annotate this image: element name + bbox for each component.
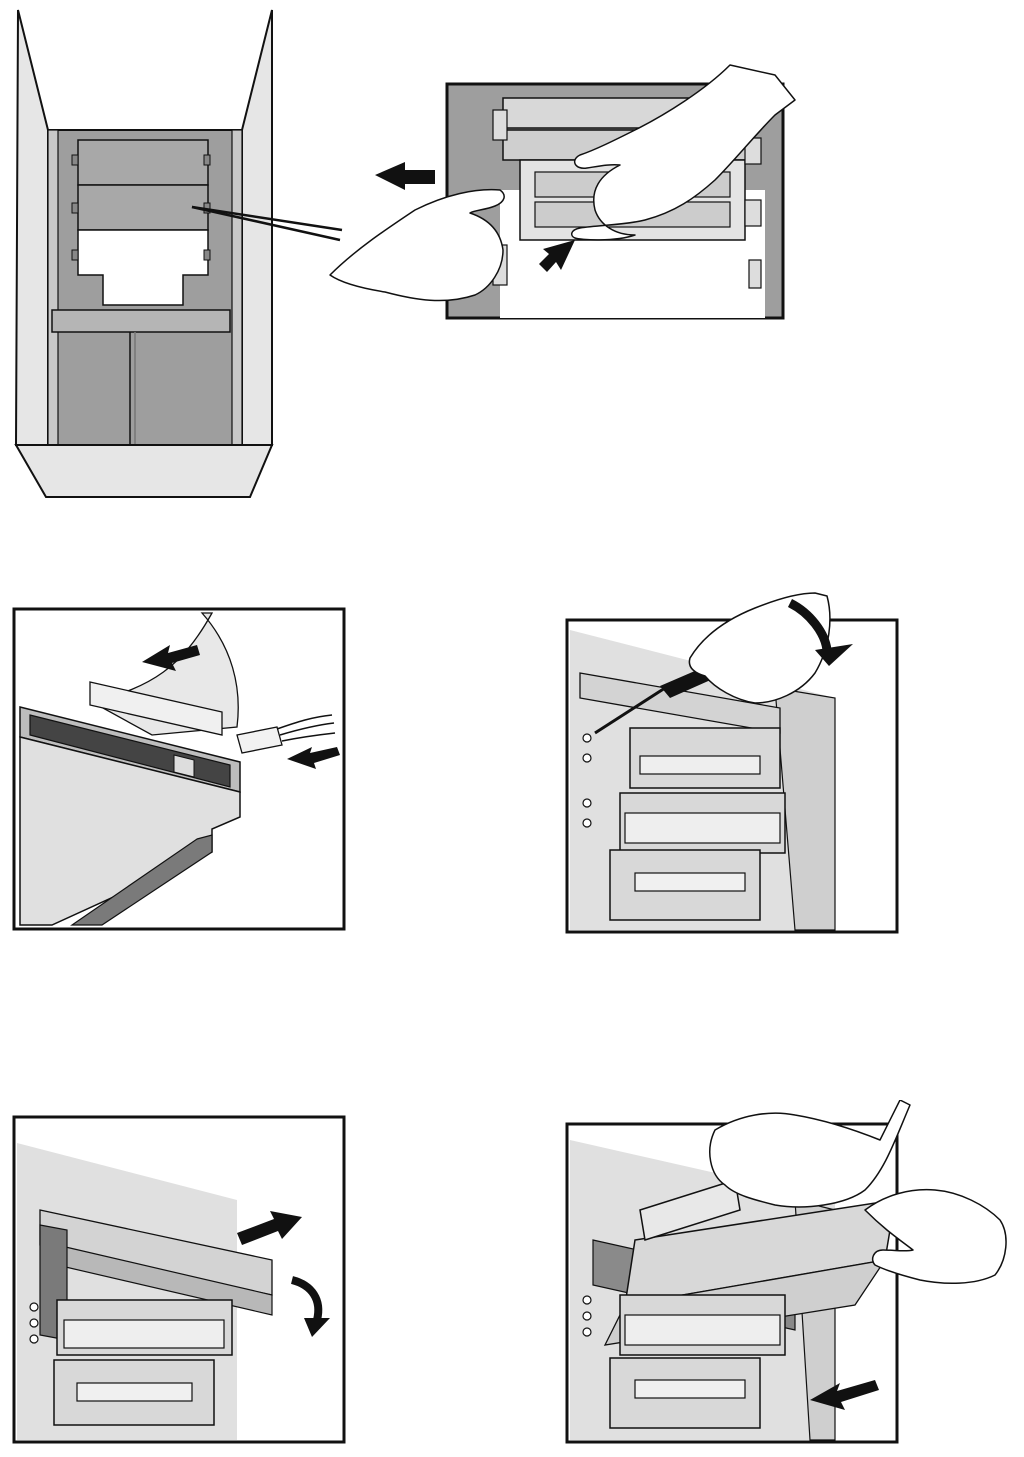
right-hand — [571, 64, 796, 241]
drive-bay-2 — [77, 184, 209, 231]
cable-disconnect-drawing — [12, 607, 346, 931]
drive-slide-figure — [565, 1100, 1020, 1445]
bracket-removal-drawing — [329, 64, 796, 320]
rotate-arrow — [815, 644, 853, 666]
slide-top-hand — [709, 1100, 911, 1208]
slide-arrow — [810, 1380, 879, 1410]
case-base — [14, 444, 274, 498]
bracket-lift-figure — [12, 1115, 347, 1445]
cable-disconnect-figure — [12, 607, 347, 932]
computer-case-drawing — [14, 9, 343, 498]
curl-arrow — [304, 1318, 330, 1337]
drive-slide-drawing — [565, 1100, 1007, 1444]
ribbon-arrow — [142, 645, 200, 671]
computer-case-figure — [10, 5, 350, 505]
screwdriver-drawing — [565, 592, 899, 934]
slide-right-hand — [864, 1188, 1007, 1285]
lift-arrow — [237, 1211, 302, 1245]
screwdriver-figure — [565, 588, 905, 938]
bracket-removal-figure — [325, 60, 805, 325]
ribbon-connector — [89, 681, 223, 736]
drive-rail — [639, 1179, 741, 1241]
case-left-wall — [14, 9, 49, 446]
left-hand — [329, 188, 505, 302]
screwdriver-hand — [688, 592, 831, 704]
power-connector — [236, 726, 283, 754]
power-arrow — [287, 747, 340, 769]
case-right-wall — [241, 9, 273, 446]
bracket-lift-drawing — [12, 1115, 346, 1444]
empty-bay — [77, 229, 209, 306]
up-arrow — [539, 240, 575, 272]
drive-bay-1 — [77, 139, 209, 186]
left-arrow — [375, 162, 435, 190]
